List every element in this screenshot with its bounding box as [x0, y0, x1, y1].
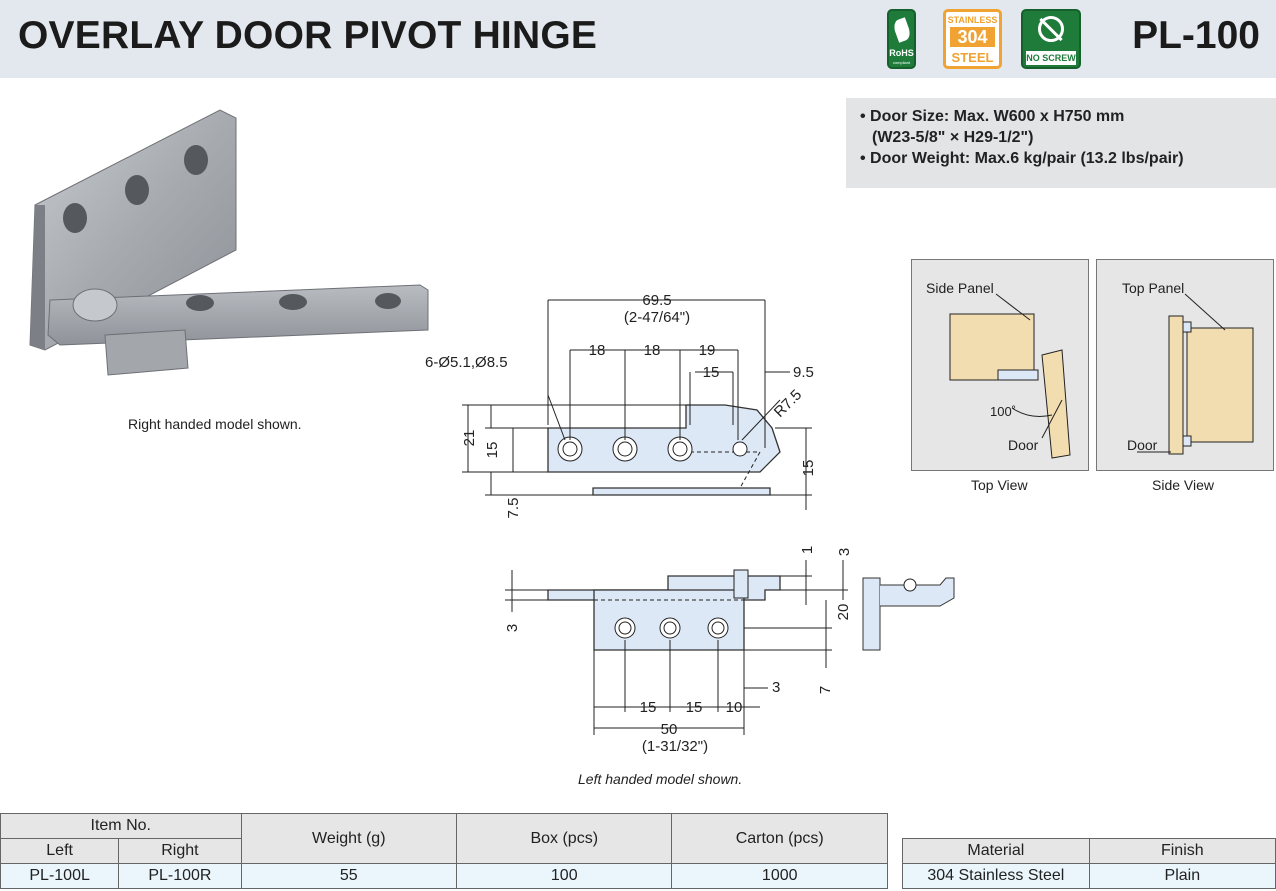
- table-row: 304 Stainless Steel Plain: [902, 863, 1276, 889]
- finish-value: Plain: [1088, 863, 1276, 889]
- dim-15-right: 15: [800, 460, 817, 477]
- dim-3-top: 3: [836, 548, 853, 556]
- no-screw-icon: [1038, 16, 1064, 42]
- dim-7-5: 7.5: [505, 498, 522, 519]
- dim-15-b1: 15: [640, 699, 657, 716]
- photo-caption: Right handed model shown.: [128, 416, 302, 432]
- page-title: OVERLAY DOOR PIVOT HINGE: [18, 14, 598, 57]
- dim-9-5: 9.5: [793, 364, 814, 381]
- no-screw-badge: NO SCREW: [1021, 9, 1081, 69]
- spec-door-weight: • Door Weight: Max.6 kg/pair (13.2 lbs/p…: [860, 150, 1184, 167]
- dim-holes: 6-Ø5.1,Ø8.5: [425, 354, 508, 371]
- spec-door-size-inch: (W23-5/8" × H29-1/2"): [872, 129, 1034, 146]
- top-view-angle-label: 100˚: [990, 404, 1017, 419]
- dim-15-left: 15: [484, 442, 501, 459]
- dim-19: 19: [699, 342, 716, 359]
- top-view-diagram: Side Panel 100˚ Door: [911, 259, 1089, 471]
- carton-value: 1000: [671, 863, 888, 889]
- steel-badge-grade: 304: [950, 27, 995, 47]
- dim-50: 50: [661, 721, 678, 738]
- dim-18a: 18: [589, 342, 606, 359]
- side-view-caption: Side View: [1152, 477, 1215, 493]
- carton-header: Carton (pcs): [671, 813, 888, 864]
- box-header: Box (pcs): [456, 813, 673, 864]
- top-view-side-panel-label: Side Panel: [926, 280, 994, 296]
- model-number: PL-100: [1132, 14, 1260, 57]
- side-view-diagram: Top Panel Door: [1096, 259, 1274, 471]
- dim-3-left: 3: [504, 624, 521, 632]
- drawing-caption: Left handed model shown.: [578, 771, 743, 787]
- top-view-door-label: Door: [1008, 437, 1039, 453]
- box-value: 100: [456, 863, 673, 889]
- weight-value: 55: [240, 863, 458, 889]
- material-value: 304 Stainless Steel: [902, 863, 1090, 889]
- dim-18b: 18: [644, 342, 661, 359]
- item-no-header: Item No.: [0, 813, 242, 839]
- stainless-steel-badge: STAINLESS 304 STEEL: [943, 9, 1002, 69]
- dim-69-5-inch: (2-47/64"): [624, 309, 690, 326]
- dim-69-5: 69.5: [642, 292, 671, 309]
- dim-15-top: 15: [703, 364, 720, 381]
- left-header: Left: [0, 838, 120, 864]
- item-table: Item No. Weight (g) Box (pcs) Carton (pc…: [0, 813, 888, 889]
- left-value: PL-100L: [0, 863, 120, 889]
- spec-box: [846, 98, 1276, 188]
- dim-20: 20: [835, 604, 852, 621]
- dimension-labels: 69.5 (2-47/64") 6-Ø5.1,Ø8.5 18 18 19 15 …: [425, 292, 853, 755]
- right-header: Right: [118, 838, 242, 864]
- material-table: Material Finish 304 Stainless Steel Plai…: [902, 838, 1276, 889]
- steel-badge-top: STAINLESS: [947, 15, 998, 25]
- dim-10: 10: [726, 699, 743, 716]
- dim-r7-5: R7.5: [771, 386, 805, 420]
- rohs-sublabel: compliant: [892, 60, 911, 65]
- no-screw-label: NO SCREW: [1026, 51, 1076, 65]
- rohs-badge: RoHS compliant: [887, 9, 916, 69]
- material-header: Material: [902, 838, 1090, 864]
- dim-3-right: 3: [772, 679, 780, 696]
- dim-7: 7: [817, 686, 834, 694]
- table-row: PL-100L PL-100R 55 100 1000: [0, 863, 888, 889]
- dim-21: 21: [461, 430, 478, 447]
- spec-door-size: • Door Size: Max. W600 x H750 mm: [860, 108, 1125, 125]
- finish-header: Finish: [1088, 838, 1276, 864]
- hinge-product-image: [29, 109, 429, 376]
- side-view-top-panel-label: Top Panel: [1122, 280, 1185, 296]
- right-value: PL-100R: [118, 863, 242, 889]
- weight-header: Weight (g): [240, 813, 458, 864]
- top-view-caption: Top View: [971, 477, 1028, 493]
- steel-badge-bottom: STEEL: [951, 50, 994, 65]
- dim-50-inch: (1-31/32"): [642, 738, 708, 755]
- side-view-door-label: Door: [1127, 437, 1158, 453]
- dim-15-b2: 15: [686, 699, 703, 716]
- dim-1: 1: [799, 546, 816, 554]
- rohs-label: RoHS: [889, 48, 914, 58]
